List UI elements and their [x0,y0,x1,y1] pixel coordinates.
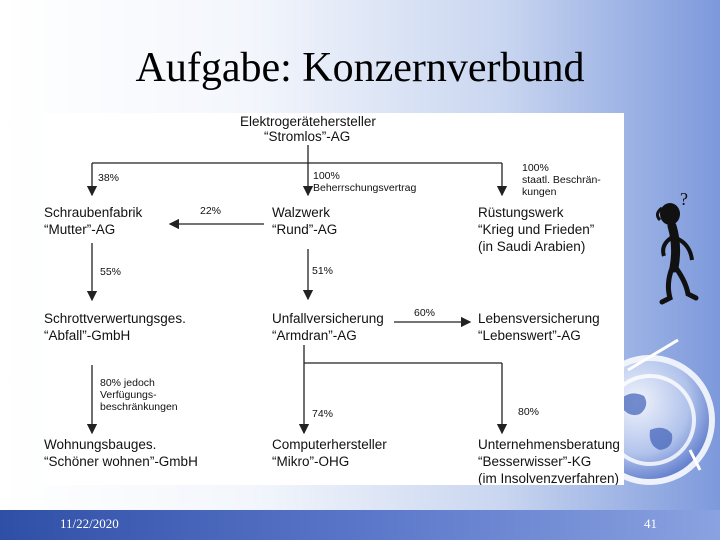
slide-date: 11/22/2020 [60,516,119,532]
slide-number: 41 [644,516,657,532]
question-mark: ? [680,189,688,209]
